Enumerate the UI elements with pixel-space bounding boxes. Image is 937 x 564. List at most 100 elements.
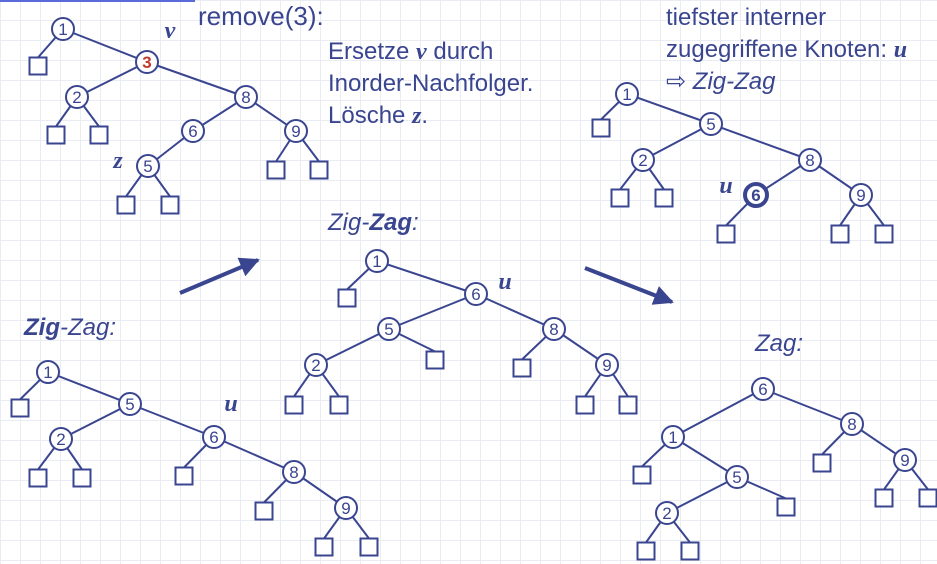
external-leaf	[254, 501, 274, 521]
tree-edge	[47, 371, 131, 405]
external-leaf	[812, 453, 832, 473]
tree-node	[595, 353, 619, 377]
label-part: :	[412, 209, 419, 236]
node-key: 5	[384, 320, 393, 339]
instruction-text: Inorder-Nachfolger.	[328, 70, 534, 97]
tree-node	[377, 317, 401, 341]
tree-node	[334, 496, 358, 520]
tree-edge	[213, 436, 295, 473]
node-key: 5	[706, 115, 715, 134]
tree-node	[135, 50, 159, 74]
tree-node	[631, 148, 655, 172]
external-leaf	[830, 224, 850, 244]
var-mark: u	[719, 173, 732, 199]
tree-edge	[60, 403, 131, 440]
var-mark: v	[165, 18, 176, 44]
external-leaf	[636, 541, 656, 561]
node-key: 8	[289, 463, 298, 482]
external-leaf	[716, 224, 736, 244]
node-key: 5	[125, 395, 134, 414]
var-mark: z	[112, 148, 123, 174]
node-key: 5	[143, 157, 152, 176]
external-leaf	[28, 468, 48, 488]
instruction-line-3: Lösche z.	[328, 100, 533, 132]
external-leaf	[266, 160, 286, 180]
node-key: 1	[43, 363, 52, 382]
node-key: 2	[56, 430, 65, 449]
instruction-text: Ersetze	[328, 38, 417, 65]
external-leaf	[591, 118, 611, 138]
deepest-line-1: tiefster interner	[666, 4, 827, 31]
node-key: 3	[142, 53, 151, 72]
node-key: 6	[471, 285, 480, 304]
external-leaf	[309, 160, 329, 180]
node-key: 1	[58, 20, 67, 39]
external-leaf	[72, 468, 92, 488]
external-leaf	[632, 465, 652, 485]
external-leaf	[28, 56, 48, 76]
tree-edge	[388, 293, 477, 330]
tree-node	[743, 182, 769, 208]
node-key: 1	[622, 85, 631, 104]
tree-node	[36, 360, 60, 384]
deepest-line-2: zugegriffene Knoten: u	[666, 34, 907, 66]
tree-edge	[376, 260, 477, 295]
label-part: Zag:	[755, 330, 804, 357]
node-key: 2	[72, 88, 81, 107]
node-key: 9	[602, 356, 611, 375]
tree-node	[699, 112, 723, 136]
external-leaf	[116, 195, 136, 215]
instruction-line-2: Inorder-Nachfolger.	[328, 68, 533, 100]
deepest-line-3: ⇨ Zig-Zag	[666, 66, 907, 98]
external-leaf	[160, 195, 180, 215]
tree-node	[136, 154, 160, 178]
external-leaf	[329, 395, 349, 415]
tree-node	[542, 317, 566, 341]
deepest-text: zugegriffene Knoten:	[666, 36, 894, 63]
tree-node	[49, 427, 73, 451]
var-mark: u	[498, 269, 511, 295]
label-zag: Zag:	[755, 328, 803, 360]
node-key: 8	[847, 415, 856, 434]
node-key: 6	[188, 122, 197, 141]
node-key: 2	[311, 356, 320, 375]
external-leaf	[512, 358, 532, 378]
tree-node	[365, 249, 389, 273]
node-key: 1	[372, 252, 381, 271]
tree-node	[118, 392, 142, 416]
tree-edge	[129, 403, 215, 438]
external-leaf	[174, 466, 194, 486]
external-leaf	[46, 125, 66, 145]
tree-node	[65, 85, 89, 109]
transition-arrow-up	[179, 257, 260, 295]
tree-node	[661, 425, 685, 449]
tree-edge	[666, 476, 738, 514]
tree-node	[655, 501, 679, 525]
zigzag-label: Zig-Zag	[692, 68, 776, 95]
external-leaf	[359, 537, 379, 557]
node-key: 6	[758, 380, 767, 399]
tree-edge	[762, 388, 853, 425]
tree-node	[893, 448, 917, 472]
tree-edge	[62, 28, 148, 63]
instruction-text: Lösche	[328, 102, 413, 129]
tree-node	[725, 465, 749, 489]
node-key: 8	[549, 320, 558, 339]
node-key: 2	[638, 151, 647, 170]
top-rule	[0, 0, 195, 2]
tree3: 1 6 5 8 2 9 u	[284, 249, 638, 415]
tree-node	[840, 412, 864, 436]
tree-edge	[672, 388, 764, 438]
var-u: u	[893, 37, 908, 63]
tree-edge	[626, 93, 712, 125]
tree-edge	[672, 436, 738, 478]
external-leaf	[874, 488, 894, 508]
external-leaf	[610, 188, 630, 208]
tree-node	[464, 282, 488, 306]
node-key: 9	[341, 499, 350, 518]
tree-node	[282, 460, 306, 484]
